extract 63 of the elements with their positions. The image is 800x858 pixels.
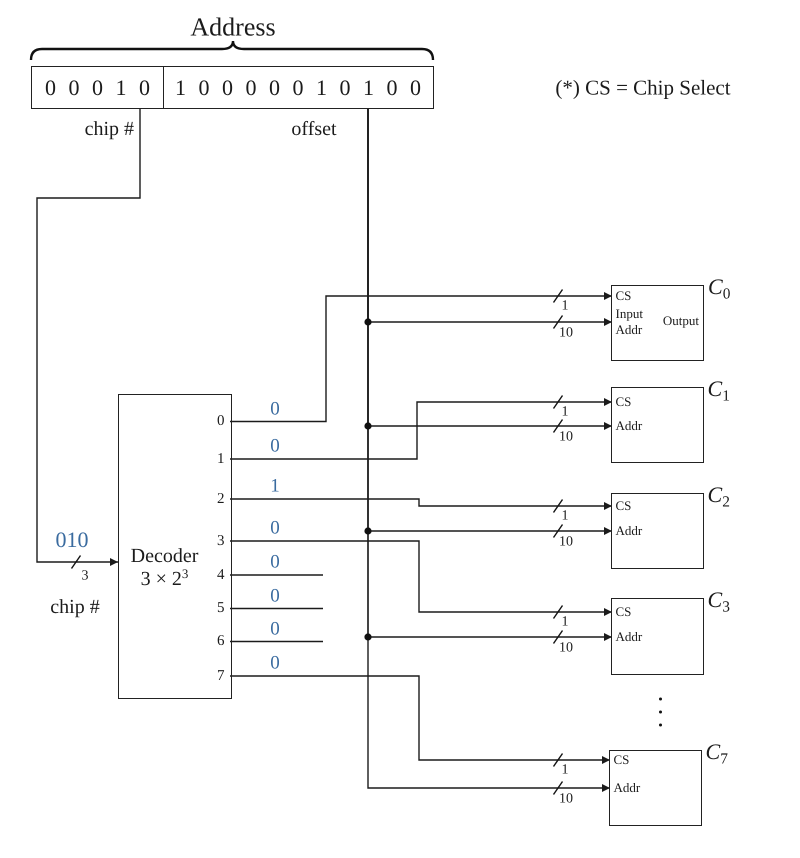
bus-width-label: 3 — [82, 568, 88, 584]
connector-arrow — [367, 109, 610, 792]
bus-width-label: 1 — [562, 614, 568, 630]
port-label: CS — [610, 750, 646, 768]
pin-number: 2 — [206, 490, 230, 508]
signal-value: 010 — [56, 528, 88, 552]
port-label: Addr — [612, 522, 652, 540]
bus-width-label: 1 — [562, 298, 568, 314]
bus-width-label: 10 — [559, 429, 573, 445]
pin-number: 4 — [206, 566, 230, 584]
connector-arrow — [36, 109, 141, 566]
pin-number: 5 — [206, 599, 230, 617]
signal-value: 0 — [270, 620, 280, 640]
connector-arrow — [230, 292, 612, 422]
bus-width-label: 10 — [559, 325, 573, 341]
block-label: Decoder 3 × 2$^{3}$ — [130, 544, 200, 590]
bus-width-label: 10 — [559, 534, 573, 550]
chip-label: C$_{2}$ — [708, 483, 730, 508]
connector-arrow — [230, 540, 612, 616]
signal-line — [230, 640, 323, 642]
bus-width-label: 1 — [562, 508, 568, 524]
decoder-block — [118, 394, 232, 699]
signal-value: 0 — [270, 654, 280, 674]
pin-number: 3 — [206, 532, 230, 550]
port-label: Addr — [610, 778, 650, 796]
field-caption: chip # — [84, 118, 134, 140]
address-field: 0 0 0 1 0 — [31, 66, 164, 109]
port-label: CS — [612, 392, 648, 410]
brace-label: Address — [190, 14, 276, 42]
chip-label: C$_{3}$ — [708, 588, 730, 612]
port-label: Addr — [612, 416, 652, 434]
signal-value: 1 — [270, 476, 280, 498]
footnote-text: (*) CS = Chip Select — [555, 76, 731, 100]
port-label: CS — [612, 602, 648, 620]
chip-label: C$_{1}$ — [708, 377, 730, 402]
pin-number: 6 — [206, 632, 230, 650]
address-field: 1 0 0 0 0 0 1 0 1 0 0 — [162, 66, 434, 109]
chip-label: C$_{7}$ — [706, 740, 728, 764]
signal-value: 0 — [270, 552, 280, 574]
signal-value: 0 — [270, 400, 280, 420]
signal-value: 0 — [270, 436, 280, 458]
signal-value: 0 — [270, 586, 280, 608]
port-label: Output — [662, 312, 699, 328]
port-label: Input Addr — [612, 304, 656, 338]
signal-line — [230, 574, 323, 576]
connector-arrow — [230, 498, 612, 510]
field-caption: offset — [291, 118, 337, 140]
port-label: CS — [612, 496, 648, 514]
signal-line — [230, 608, 323, 610]
bus-width-label: 10 — [559, 791, 573, 807]
port-label: CS — [612, 286, 648, 304]
port-label: Addr — [612, 628, 652, 646]
bus-width-label: 1 — [562, 404, 568, 420]
connector-arrow — [230, 398, 612, 460]
input-label: chip # — [50, 596, 100, 618]
pin-number: 7 — [206, 666, 230, 684]
pin-number: 0 — [206, 412, 230, 430]
connector-arrow — [230, 675, 610, 764]
signal-value: 0 — [270, 518, 280, 540]
chip-label: C$_{0}$ — [708, 275, 730, 300]
bus-width-label: 1 — [562, 762, 568, 778]
bus-width-label: 10 — [559, 640, 573, 656]
pin-number: 1 — [206, 450, 230, 468]
